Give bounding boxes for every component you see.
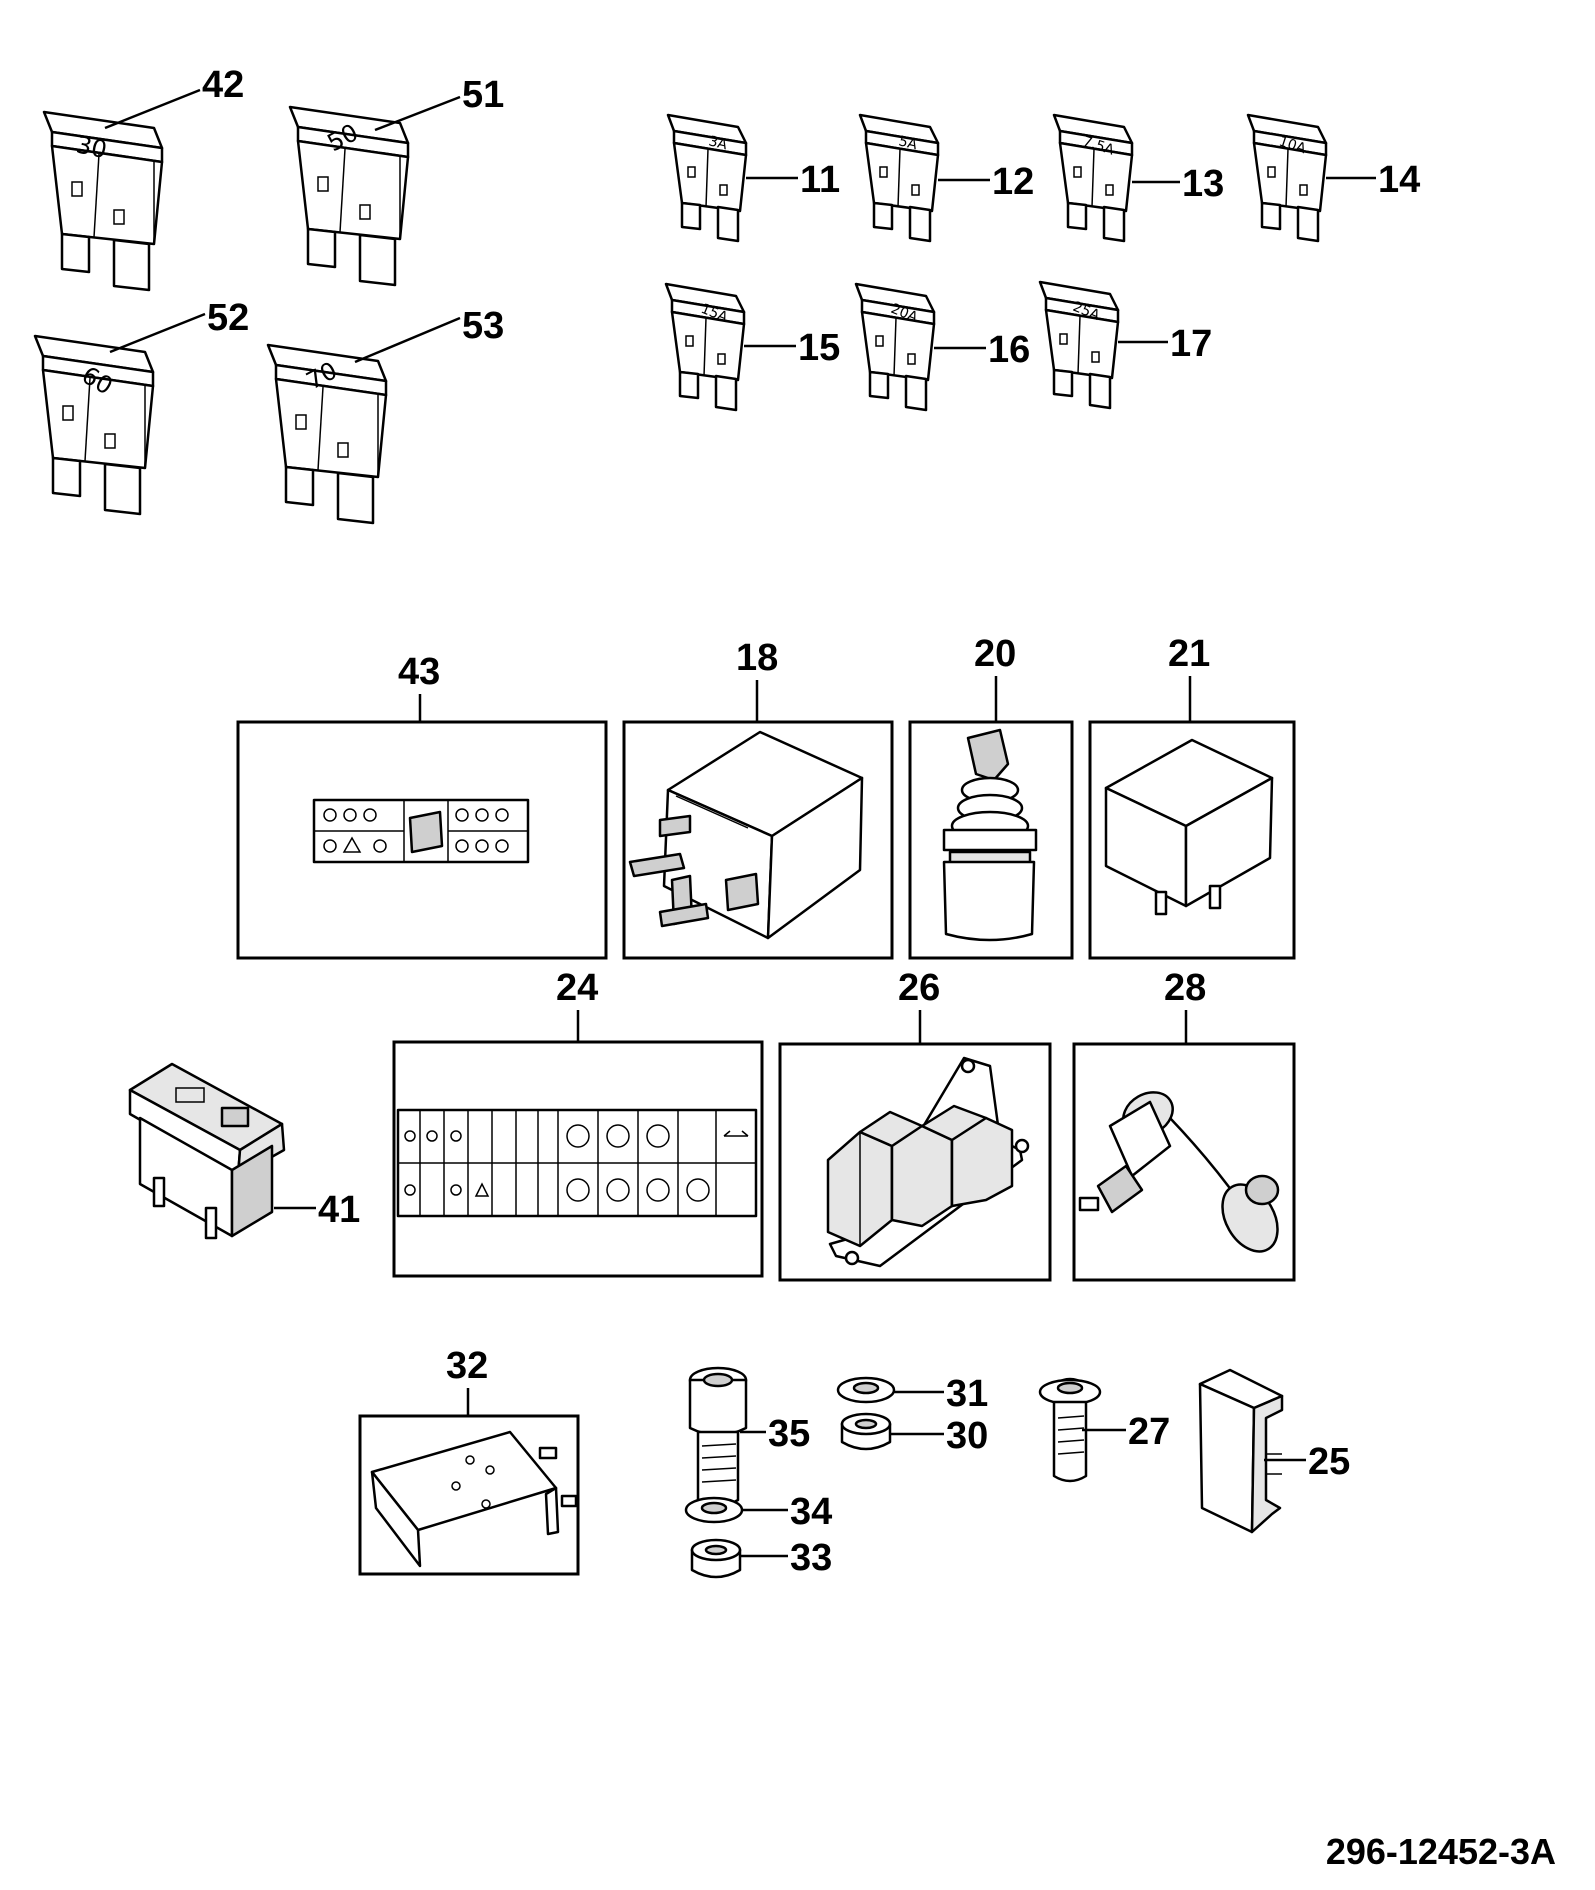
callout-25: 25 [1308,1441,1350,1483]
fuse-5a-assembly: 5A 12 [858,113,1034,243]
callout-31: 31 [946,1373,988,1415]
callout-53: 53 [462,305,504,347]
fuse-3a-assembly: 3A 11 [666,113,840,243]
callout-20: 20 [974,633,1016,675]
callout-30: 30 [946,1415,988,1457]
callout-28: 28 [1164,967,1206,1009]
switch-icon [942,728,1038,942]
part-26-relay-bracket: 26 [778,967,1052,1282]
rocker-switch-icon [128,1062,286,1240]
part-18-relay: 18 [622,637,894,960]
washer-icon [836,1376,896,1404]
fuse-15a-assembly: 15A 15 [664,282,840,412]
part-32-bracket: 32 [358,1345,580,1576]
decal-icon [396,1108,758,1218]
part-33-nut: 33 [690,1537,832,1579]
fuse-3a-rating: 3A [707,133,729,153]
part-34-washer: 34 [684,1491,832,1533]
callout-21: 21 [1168,633,1210,675]
part-41-rocker-switch: 41 [128,1062,360,1240]
part-20-rotary-switch: 20 [908,633,1074,960]
relay-bracket-icon [826,1056,1030,1268]
fuse-50-assembly: 50 51 [288,74,504,287]
cover-icon [1198,1368,1284,1534]
callout-33: 33 [790,1537,832,1579]
fuse-25a-assembly: 25A 17 [1038,280,1212,410]
part-30-nut: 30 [840,1412,988,1457]
callout-16: 16 [988,329,1030,371]
callout-18: 18 [736,637,778,679]
callout-24: 24 [556,967,598,1009]
drawing-number: 296-12452-3A [1326,1831,1556,1872]
callout-52: 52 [207,297,249,339]
callout-26: 26 [898,967,940,1009]
nut-icon [840,1412,892,1451]
callout-34: 34 [790,1491,832,1533]
fuse-10a-assembly: 10A 14 [1246,113,1420,243]
fuse-20a-assembly: 20A 16 [854,282,1030,412]
callout-12: 12 [992,161,1034,203]
callout-27: 27 [1128,1411,1170,1453]
relay-icon [1104,738,1274,916]
callout-14: 14 [1378,159,1420,201]
fuse-30-rating: 30 [74,130,110,164]
washer-icon [684,1496,744,1524]
button-head-screw-icon [1038,1377,1102,1483]
socket-icon [1078,1091,1280,1253]
socket-head-screw-icon [688,1366,748,1508]
part-35-screw: 35 [688,1366,810,1508]
callout-11: 11 [800,159,840,201]
callout-43: 43 [398,651,440,693]
part-21-relay: 21 [1088,633,1296,960]
fuse-30-assembly: 30 42 [42,64,244,292]
fuse-7-5a-assembly: 7.5A 13 [1052,113,1224,243]
callout-42: 42 [202,64,244,106]
relay-icon [628,730,864,940]
callout-35: 35 [768,1413,810,1455]
bracket-icon [370,1430,578,1568]
part-28-power-socket: 28 [1072,967,1296,1282]
callout-41: 41 [318,1189,360,1231]
fuse-60-assembly: 60 52 [33,297,249,516]
part-31-washer: 31 [836,1373,988,1415]
callout-32: 32 [446,1345,488,1387]
callout-17: 17 [1170,323,1212,365]
nut-icon [690,1538,742,1579]
part-43-decal: 43 [236,651,608,960]
callout-13: 13 [1182,163,1224,205]
fuse-5a-rating: 5A [897,133,919,153]
callout-51: 51 [462,74,504,116]
part-24-decal: 24 [392,967,764,1278]
callout-15: 15 [798,327,840,369]
part-25-cover: 25 [1198,1368,1350,1534]
part-27-screw: 27 [1038,1377,1170,1483]
fuse-70-assembly: 70 53 [266,305,504,525]
decal-icon [312,798,530,864]
